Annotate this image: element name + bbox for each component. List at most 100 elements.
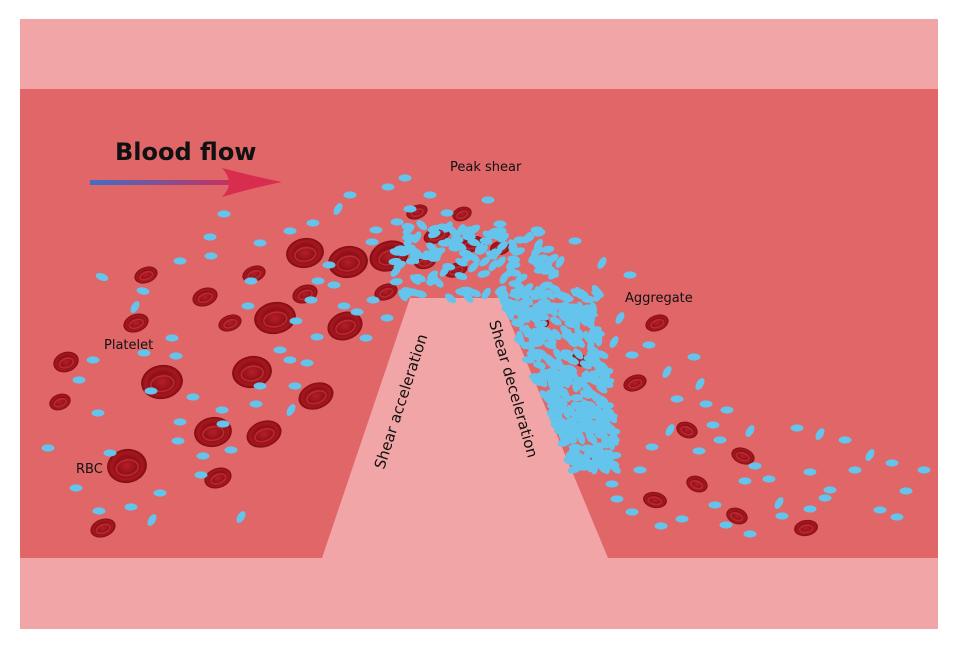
platelet: [568, 237, 582, 245]
platelet: [103, 449, 117, 457]
platelet: [350, 308, 364, 316]
platelet: [366, 296, 380, 304]
red-blood-cell: [676, 421, 698, 439]
platelet: [390, 266, 401, 277]
platelet: [186, 393, 200, 401]
platelet: [564, 364, 578, 374]
platelet: [775, 512, 789, 520]
platelet: [917, 466, 931, 474]
platelet: [462, 233, 476, 241]
platelet: [625, 508, 639, 516]
platelet: [579, 360, 592, 370]
platelet: [818, 494, 832, 502]
platelet: [253, 382, 267, 390]
platelet: [535, 349, 543, 363]
platelet: [444, 293, 457, 304]
platelet: [165, 334, 179, 342]
platelet: [86, 356, 100, 364]
platelet: [194, 471, 208, 479]
red-blood-cell: [246, 420, 282, 448]
platelet: [623, 271, 637, 279]
platelet: [719, 521, 733, 529]
platelet: [566, 356, 579, 365]
red-blood-cell: [90, 518, 116, 538]
red-blood-cell: [794, 519, 818, 537]
platelet: [273, 346, 287, 354]
platelet: [359, 334, 373, 342]
platelet: [153, 489, 167, 497]
platelet: [533, 361, 546, 370]
platelet: [518, 299, 532, 307]
red-blood-cell: [327, 311, 363, 341]
platelet: [515, 273, 528, 283]
platelet: [570, 394, 584, 402]
platelet: [216, 420, 230, 428]
platelet: [597, 257, 607, 269]
platelet: [899, 487, 913, 495]
platelet: [95, 272, 109, 282]
red-blood-cell: [726, 507, 748, 525]
peak-shear-label: Peak shear: [450, 160, 522, 175]
platelet: [599, 441, 612, 449]
platelet: [369, 226, 383, 234]
platelet: [510, 288, 521, 300]
vessel-wall-bottom: [20, 558, 938, 629]
platelet: [557, 374, 570, 383]
platelet: [92, 507, 106, 515]
platelet: [283, 227, 297, 235]
platelet: [774, 497, 784, 509]
platelet: [403, 235, 415, 246]
red-blood-cell: [192, 287, 218, 307]
red-blood-cell: [298, 382, 334, 410]
platelet: [642, 341, 656, 349]
platelet: [600, 380, 614, 389]
platelet: [289, 317, 303, 325]
platelet: [455, 288, 469, 296]
platelet: [432, 247, 446, 256]
platelet: [535, 304, 544, 317]
platelet: [516, 330, 524, 344]
platelet: [311, 277, 325, 285]
platelet: [304, 296, 318, 304]
platelet: [605, 480, 619, 488]
platelet: [412, 231, 422, 244]
platelet: [762, 475, 776, 483]
platelet: [558, 430, 567, 443]
platelet: [481, 196, 495, 204]
platelet: [300, 359, 314, 367]
platelet: [423, 191, 437, 199]
platelet: [537, 332, 545, 346]
arrow-head-icon: [222, 168, 282, 197]
platelet: [564, 320, 578, 328]
platelet: [398, 174, 412, 182]
platelet: [670, 395, 684, 403]
platelet: [412, 247, 423, 259]
red-blood-cell: [643, 491, 667, 509]
platelet: [215, 406, 229, 414]
platelet: [488, 259, 499, 272]
platelet: [540, 368, 551, 380]
platelet: [553, 348, 563, 360]
platelet: [454, 272, 468, 281]
platelet: [815, 428, 825, 440]
platelet: [136, 287, 150, 295]
platelet: [203, 233, 217, 241]
platelet: [588, 326, 602, 335]
platelet: [595, 333, 603, 347]
platelet: [662, 366, 672, 378]
platelet: [481, 287, 491, 300]
red-blood-cell: [123, 313, 149, 333]
platelet: [555, 256, 565, 268]
platelet: [540, 353, 554, 362]
platelet: [455, 258, 468, 267]
platelet: [584, 407, 594, 420]
platelet: [147, 514, 157, 526]
platelet: [528, 252, 539, 264]
platelet-layer: [41, 174, 931, 538]
platelet: [561, 332, 574, 341]
red-blood-cell: [731, 447, 755, 465]
platelet: [537, 298, 551, 306]
platelet: [544, 289, 556, 300]
platelet: [169, 352, 183, 360]
platelet: [479, 256, 491, 267]
